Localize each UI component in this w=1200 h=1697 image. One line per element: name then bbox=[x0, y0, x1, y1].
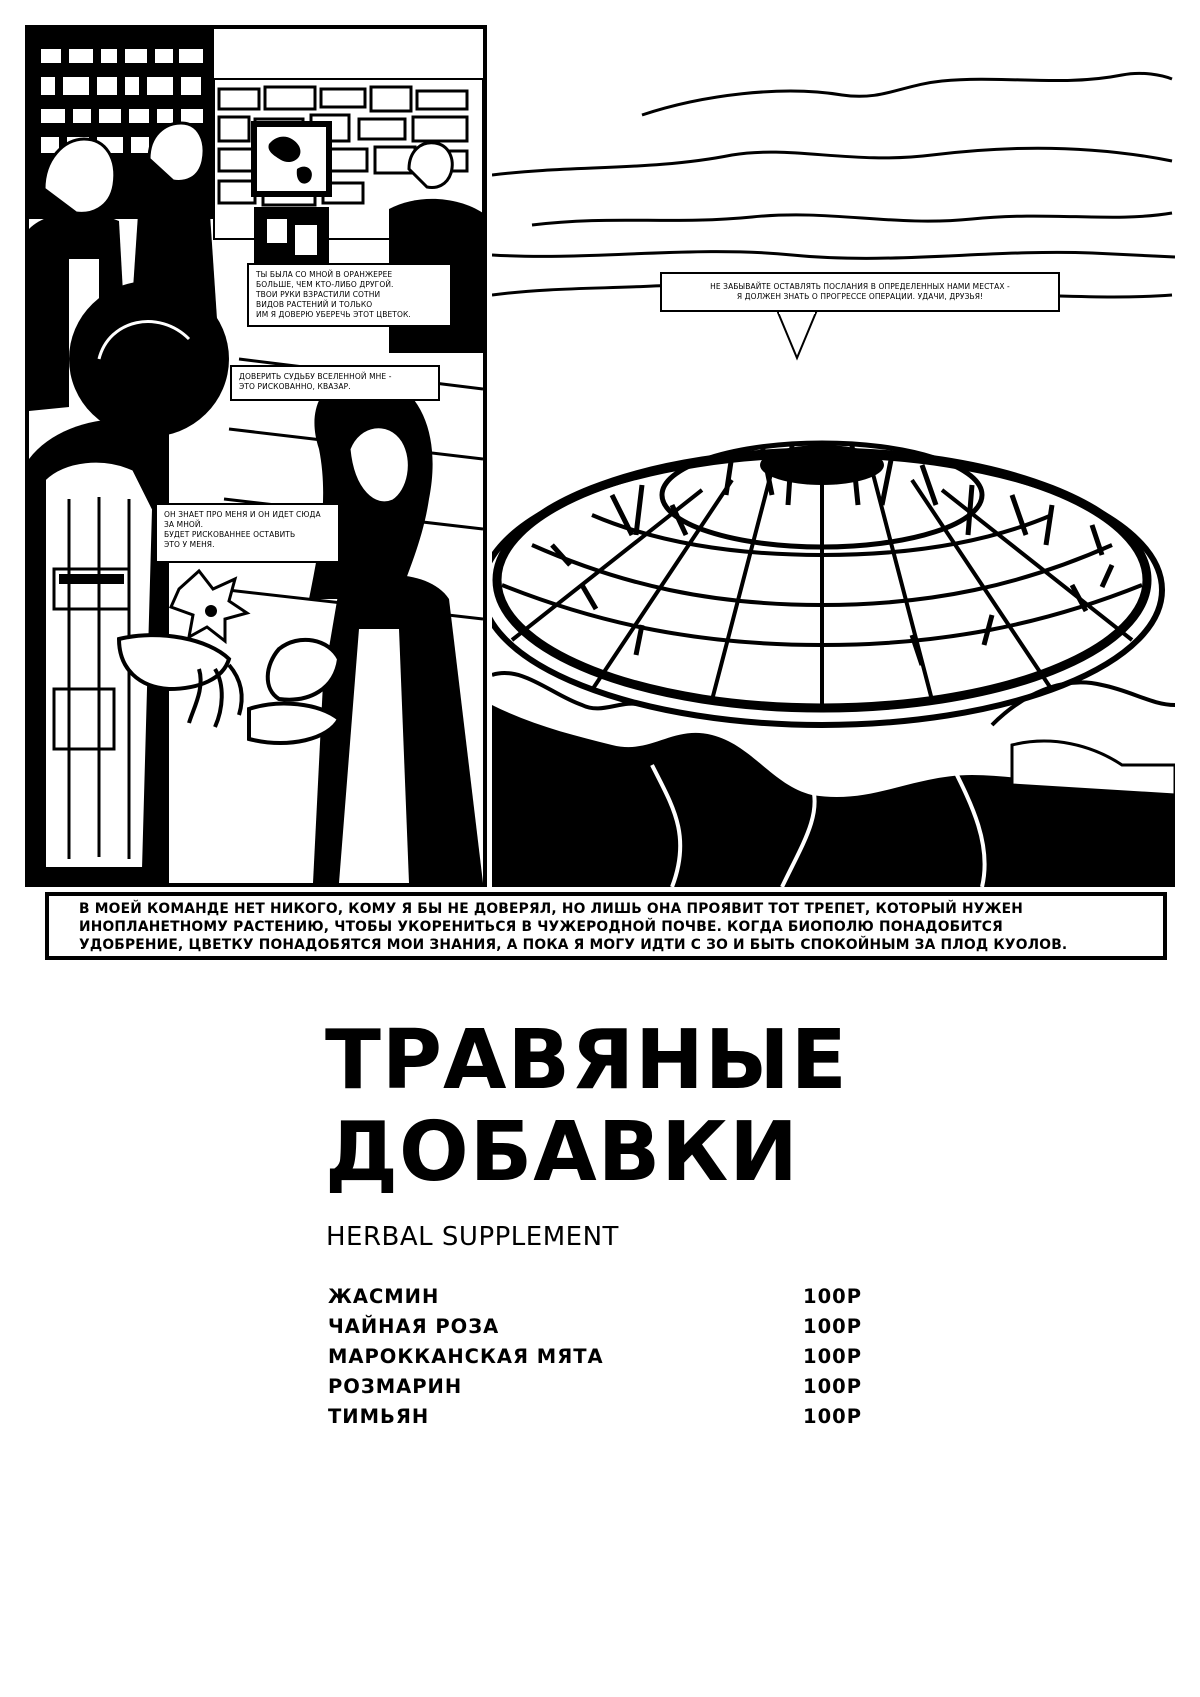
speech-bubble-universe: ДОВЕРИТЬ СУДЬБУ ВСЕЛЕННОЙ МНЕ - ЭТО РИСК… bbox=[230, 365, 440, 401]
speech-bubble-greenhouse: ТЫ БЫЛА СО МНОЙ В ОРАНЖЕРЕЕ БОЛЬШЕ, ЧЕМ … bbox=[247, 263, 452, 327]
menu-item-price: 100Р bbox=[803, 1375, 862, 1398]
speech-bubble-tail bbox=[777, 310, 819, 361]
menu-item: МАРОККАНСКАЯ МЯТА 100Р bbox=[328, 1342, 868, 1372]
menu-item: ЖАСМИН 100Р bbox=[328, 1282, 868, 1312]
menu-item-name: ЖАСМИН bbox=[328, 1285, 440, 1308]
menu-item-name: ЧАЙНАЯ РОЗА bbox=[328, 1315, 500, 1338]
menu-item-name: РОЗМАРИН bbox=[328, 1375, 463, 1398]
menu-list: ЖАСМИН 100Р ЧАЙНАЯ РОЗА 100Р МАРОККАНСКА… bbox=[328, 1282, 868, 1432]
comic-panel-dome bbox=[492, 25, 1175, 887]
dome-shape bbox=[492, 440, 1165, 728]
menu-item: РОЗМАРИН 100Р bbox=[328, 1372, 868, 1402]
menu-subtitle: HERBAL SUPPLEMENT bbox=[326, 1222, 619, 1252]
menu-item-price: 100Р bbox=[803, 1285, 862, 1308]
menu-item-name: МАРОККАНСКАЯ МЯТА bbox=[328, 1345, 604, 1368]
speech-bubble-messages: НЕ ЗАБЫВАЙТЕ ОСТАВЛЯТЬ ПОСЛАНИЯ В ОПРЕДЕ… bbox=[660, 272, 1060, 312]
menu-item-price: 100Р bbox=[803, 1345, 862, 1368]
menu-item-name: ТИМЬЯН bbox=[328, 1405, 430, 1428]
comic-caption: В МОЕЙ КОМАНДЕ НЕТ НИКОГО, КОМУ Я БЫ НЕ … bbox=[45, 892, 1167, 960]
menu-item-price: 100Р bbox=[803, 1405, 862, 1428]
menu-title: ТРАВЯНЫЕ ДОБАВКИ bbox=[325, 1013, 848, 1200]
menu-item: ТИМЬЯН 100Р bbox=[328, 1402, 868, 1432]
biodome-landscape-illustration bbox=[492, 25, 1175, 887]
menu-item-price: 100Р bbox=[803, 1315, 862, 1338]
speech-bubble-he-knows: ОН ЗНАЕТ ПРО МЕНЯ И ОН ИДЕТ СЮДА ЗА МНОЙ… bbox=[155, 503, 340, 563]
menu-item: ЧАЙНАЯ РОЗА 100Р bbox=[328, 1312, 868, 1342]
comic-panel-greenhouse bbox=[25, 25, 487, 887]
greenhouse-scene-illustration bbox=[29, 29, 483, 883]
